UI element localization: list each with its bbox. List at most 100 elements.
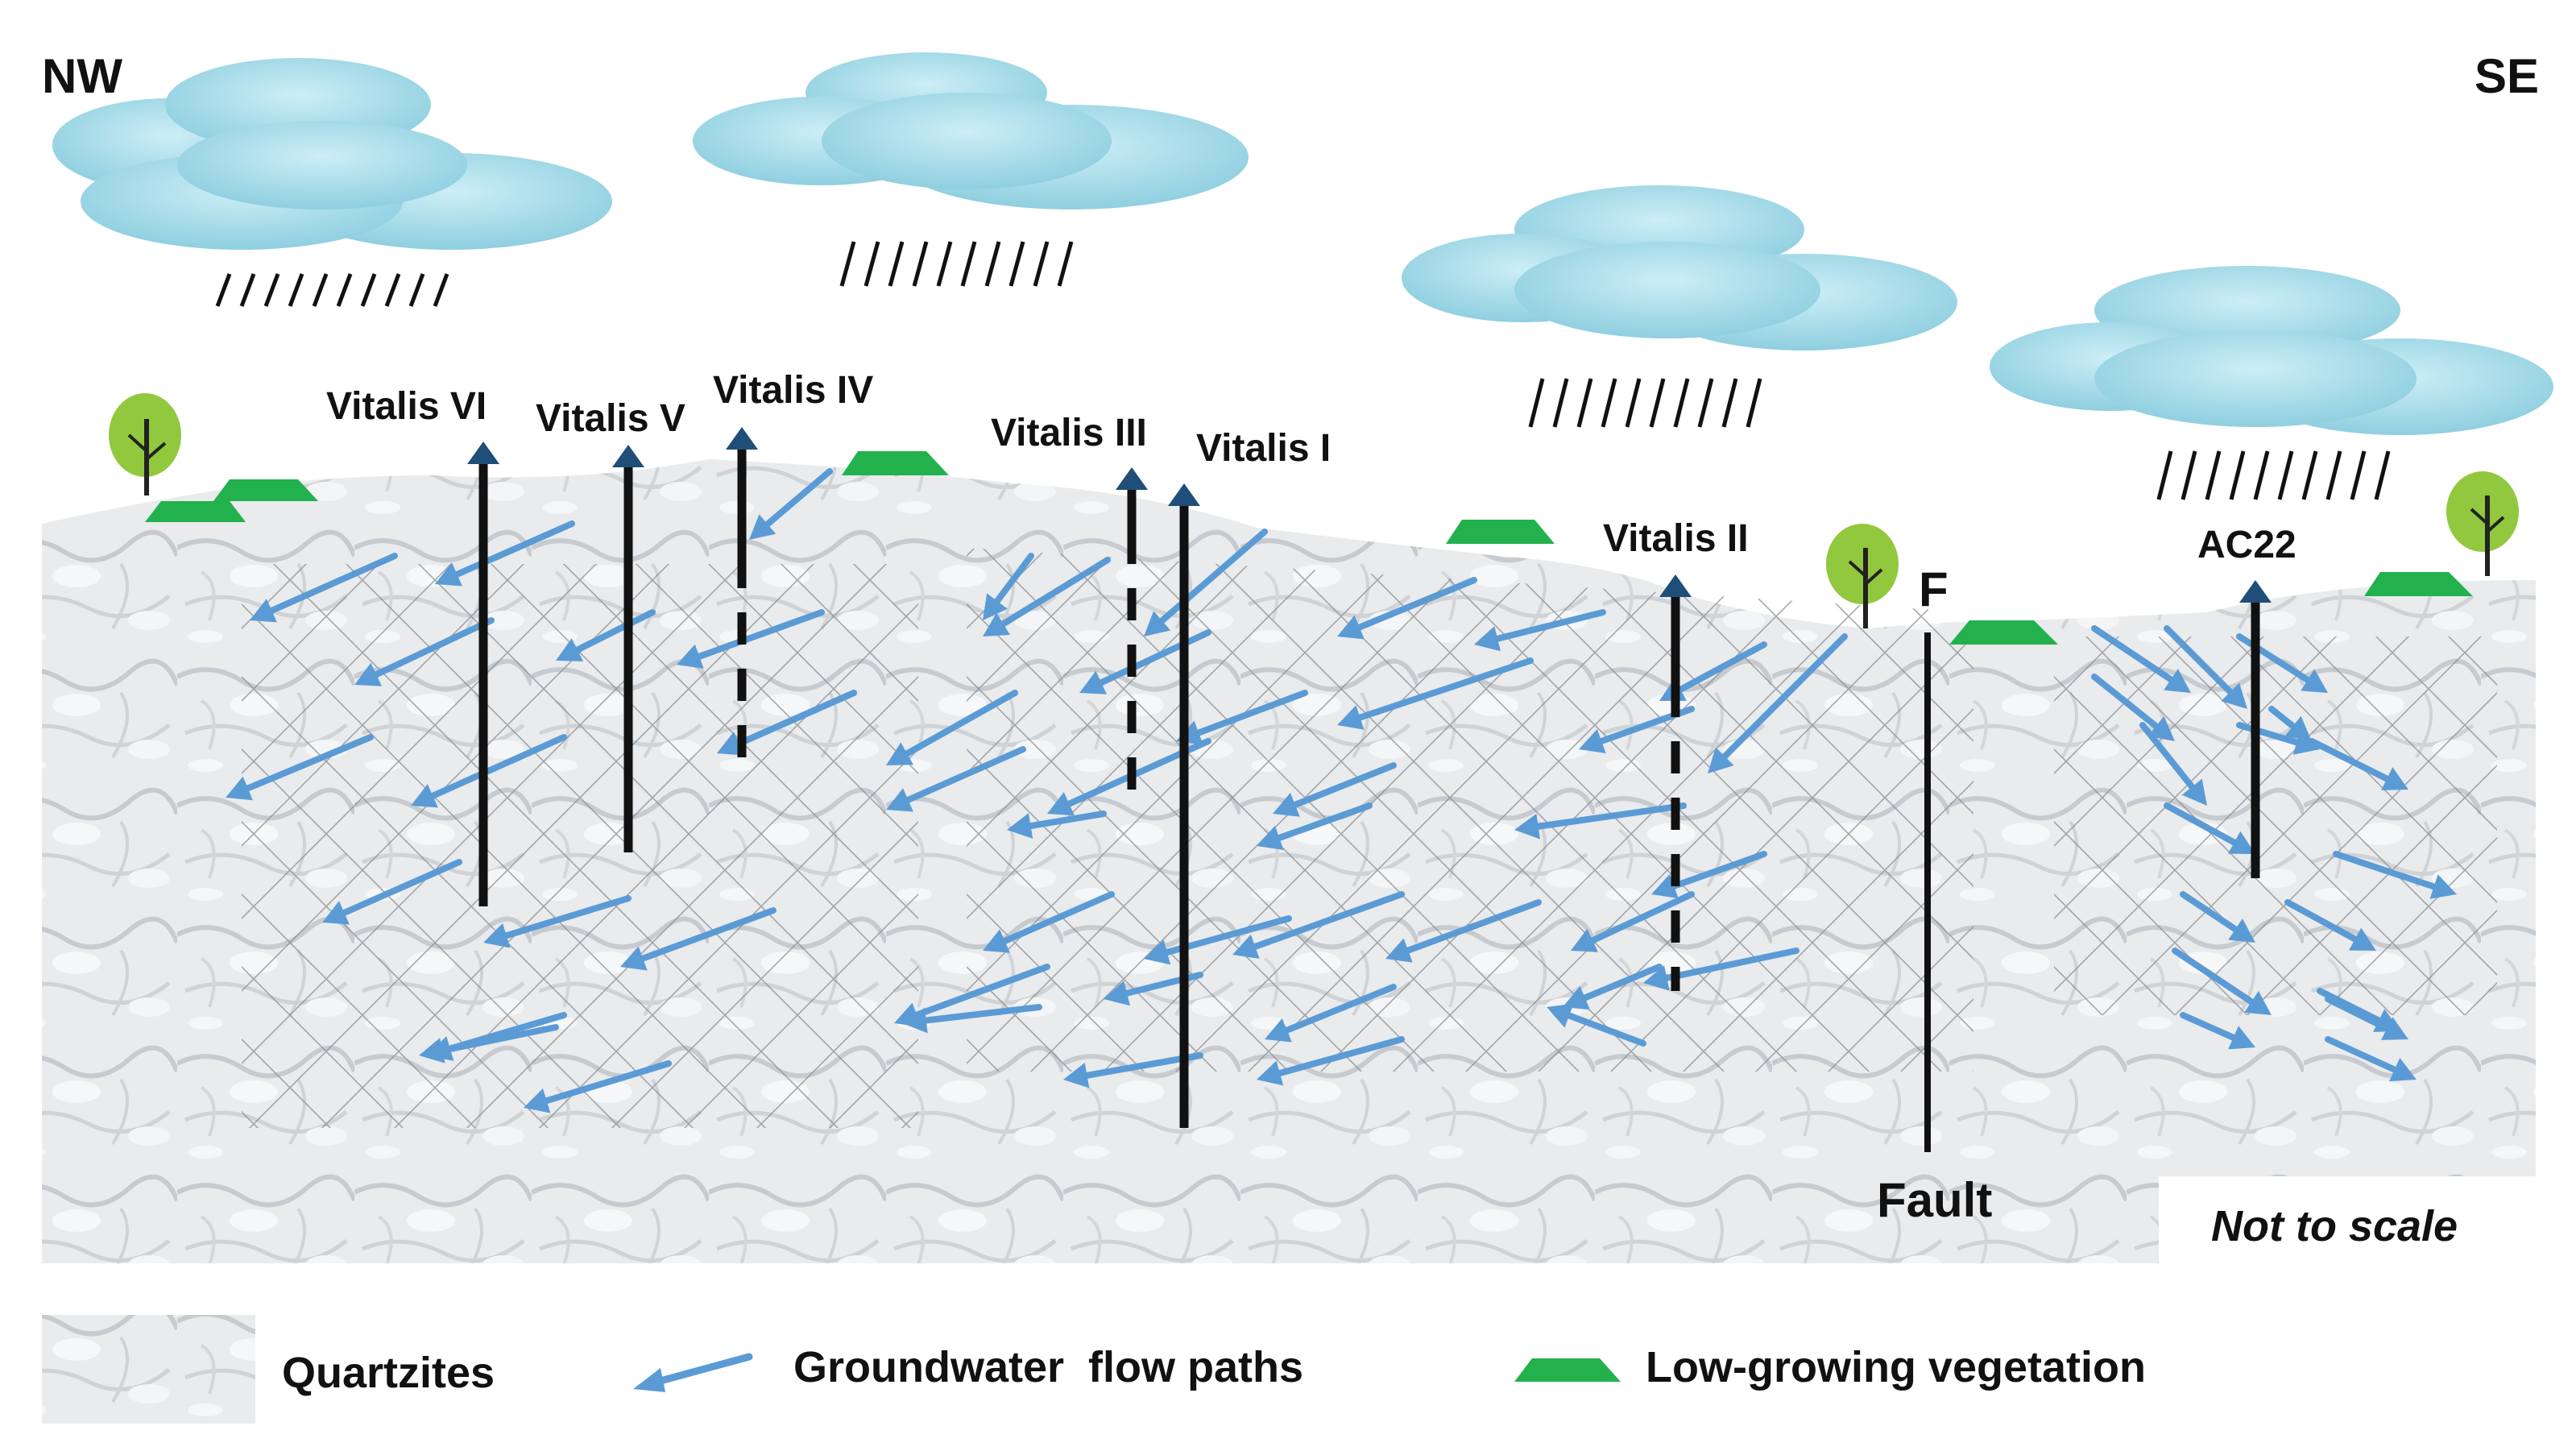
flow-arrow-icon (226, 734, 374, 801)
flow-arrow-icon (1337, 657, 1534, 730)
flow-arrow-icon (2172, 947, 2272, 1015)
legend-vegetation-icon (1514, 1358, 1621, 1382)
well-label: Vitalis IV (713, 369, 873, 412)
flow-arrow-icon (1007, 811, 1107, 839)
well-vitalis-iii: Vitalis III (991, 412, 1148, 806)
low-vegetation-icon (213, 479, 318, 501)
fault: F Fault (1877, 562, 1992, 1227)
flow-arrow-icon (1547, 1003, 1646, 1047)
flow-arrow-icon (717, 690, 857, 756)
well-ac22: AC22 (2197, 524, 2296, 878)
flow-arrow-icon (1708, 633, 1848, 773)
flow-arrow-icon (2164, 625, 2247, 709)
flow-arrow-icon (1232, 891, 1405, 959)
low-vegetation-icon (842, 451, 949, 475)
flow-arrow-icon (1257, 802, 1373, 850)
not-to-scale-note: Not to scale (2211, 1202, 2458, 1250)
flow-arrow-icon (1337, 577, 1477, 640)
flow-arrow-icon (2164, 802, 2255, 854)
well-label: Vitalis I (1196, 427, 1331, 470)
flow-arrow-icon (1385, 899, 1542, 963)
flow-arrow-icon (1079, 629, 1211, 694)
flow-arrow-icon (322, 859, 462, 925)
flow-arrow-icon (886, 746, 1026, 812)
well-vitalis-v: Vitalis V (536, 397, 685, 852)
flow-arrow-icon (2284, 899, 2376, 951)
rain-cloud-icon (1402, 185, 1957, 428)
fault-top-label: F (1919, 562, 1949, 616)
flow-arrow-icon (1273, 762, 1397, 817)
wellhead-arrow-icon (1659, 574, 1692, 597)
wellhead-arrow-icon (612, 445, 644, 467)
low-vegetation-icon (2364, 572, 2473, 596)
flow-arrow-icon (902, 1004, 1042, 1034)
flow-arrow-icon (1257, 1036, 1405, 1086)
wellhead-arrow-icon (467, 442, 499, 464)
low-vegetation-icon (1949, 620, 2058, 645)
rain-cloud-icon (1990, 266, 2553, 500)
flow-arrow-icon (354, 617, 495, 686)
low-vegetation-icon (145, 501, 246, 522)
flow-arrow-icon (2309, 738, 2408, 790)
well-vitalis-iv: Vitalis IV (713, 369, 873, 765)
flow-arrow-icon (1265, 984, 1397, 1043)
rain-cloud-icon (693, 52, 1249, 287)
legend-flow-label: Groundwater flow paths (793, 1343, 1303, 1391)
flow-arrow-icon (677, 609, 825, 669)
flow-arrow-icon (2139, 722, 2207, 806)
well-label: Vitalis III (991, 412, 1147, 454)
flow-arrow-icon (749, 468, 833, 540)
well-vitalis-vi: Vitalis VI (326, 385, 499, 906)
legend-vegetation-label: Low-growing vegetation (1646, 1343, 2146, 1391)
orientation-nw-label: NW (42, 49, 122, 103)
legend-quartzites-label: Quartzites (282, 1349, 495, 1397)
well-label: Vitalis II (1603, 517, 1749, 560)
flow-arrow-icon (886, 690, 1018, 765)
flow-arrow-icon (2180, 1012, 2255, 1050)
tree-icon (1826, 524, 1899, 628)
legend: Quartzites Groundwater flow paths Low-gr… (42, 1315, 2146, 1424)
flow-arrow-icon (1474, 609, 1606, 652)
flow-arrow-icon (1144, 529, 1268, 636)
well-vitalis-ii: Vitalis II (1603, 517, 1749, 991)
flow-arrow-icon (1571, 891, 1695, 952)
tree-icon (2446, 471, 2519, 576)
legend-flow-arrow-icon (633, 1353, 753, 1392)
flow-arrow-icon (2333, 851, 2457, 899)
flow-arrow-icon (2091, 674, 2175, 741)
flow-arrow-icon (983, 557, 1111, 636)
flow-arrow-icon (411, 734, 567, 808)
rain-cloud-icon (52, 58, 612, 307)
tree-icon (109, 393, 181, 495)
flow-arrow-icon (556, 609, 656, 661)
flow-arrow-icon (1563, 964, 1663, 1010)
scale-note-box (2159, 1176, 2537, 1265)
wellhead-arrow-icon (2239, 580, 2272, 603)
flow-arrow-icon (2325, 1036, 2417, 1082)
well-vitalis-i: Vitalis I (1168, 427, 1331, 1128)
well-label: Vitalis VI (326, 385, 487, 428)
well-label: AC22 (2197, 524, 2296, 566)
flow-arrow-icon (2236, 633, 2328, 693)
flow-arrow-icon (419, 1024, 559, 1063)
orientation-se-label: SE (2475, 49, 2539, 103)
wellhead-arrow-icon (726, 427, 758, 450)
flow-arrow-icon (2180, 891, 2255, 943)
wellhead-arrow-icon (1168, 483, 1200, 506)
flow-arrow-icon (1643, 947, 1799, 991)
flow-arrow-icon (983, 553, 1034, 620)
well-label: Vitalis V (536, 397, 685, 440)
fault-bottom-label: Fault (1877, 1173, 1992, 1227)
flow-arrow-icon (2268, 706, 2312, 741)
wells: Vitalis VI Vitalis V Vitalis IV Vitalis III… (326, 369, 2296, 1128)
flow-arrow-icon (1514, 802, 1687, 840)
flow-arrow-icon (983, 891, 1115, 953)
flow-arrow-icon (2091, 625, 2191, 693)
flow-arrow-icon (250, 553, 398, 623)
flow-arrow-icon (620, 907, 777, 971)
flow-arrow-icon (483, 895, 632, 948)
low-vegetation-icon (1446, 520, 1555, 544)
flow-arrow-icon (524, 1060, 672, 1113)
flow-arrow-icon (435, 520, 575, 587)
